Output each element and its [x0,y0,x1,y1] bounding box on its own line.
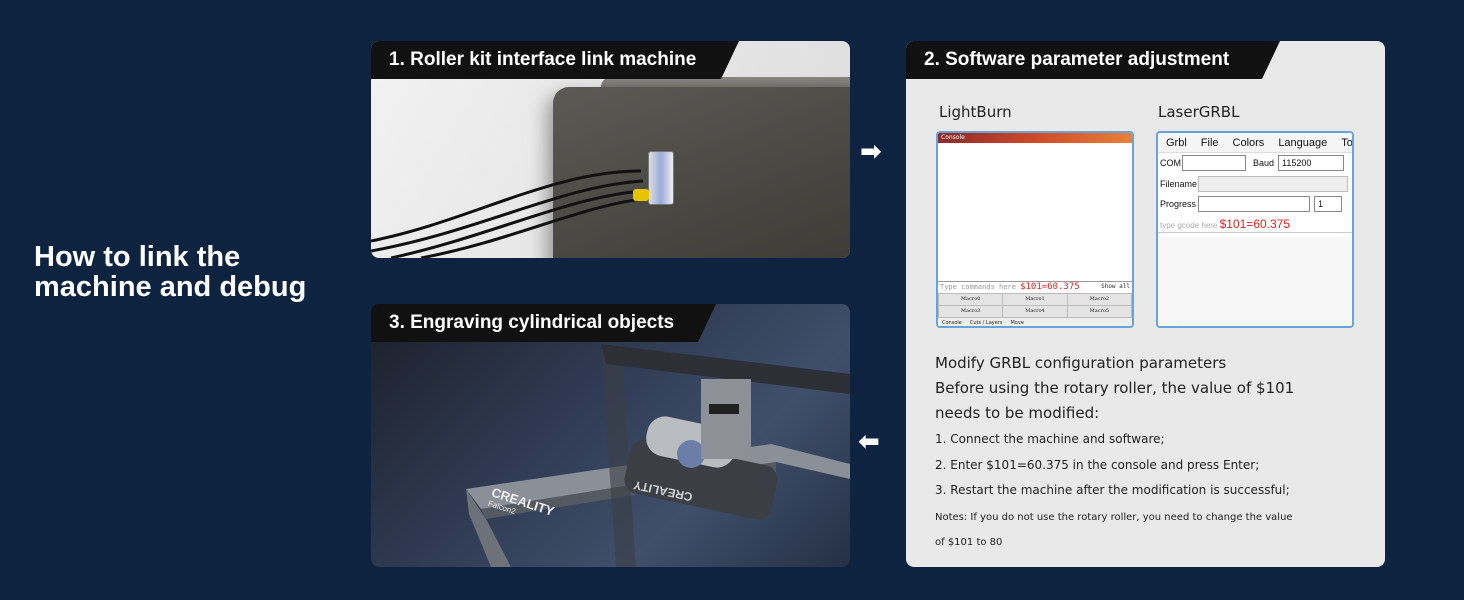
command-value: $101=60.375 [1020,282,1080,292]
console-command-input[interactable]: Type commands here $101=60.375 Show all [938,281,1132,292]
tab-cuts-layers[interactable]: Cuts / Layers [969,320,1003,326]
cable-connector [633,189,649,201]
baud-label: Baud [1253,158,1275,168]
title-line-1: How to link the [34,241,241,273]
cable-illustration [371,169,644,258]
command-placeholder: Type commands here [940,283,1016,291]
console-tabs: Console Cuts / Layers Move [938,318,1132,326]
macro-button[interactable]: Macro2 [1067,294,1131,305]
lasergrbl-log-area [1158,237,1352,326]
progress-label: Progress [1160,199,1197,209]
macro-button[interactable]: Macro1 [1003,294,1067,305]
show-all-checkbox[interactable]: Show all [1101,283,1130,290]
gcode-input[interactable]: type gcode here $101=60.375 [1158,215,1352,233]
step-2-tag: 2. Software parameter adjustment [906,41,1280,79]
menu-language[interactable]: Language [1278,136,1328,149]
instructions-note-2: of $101 to 80 [935,537,1003,548]
com-label: COM [1160,158,1181,168]
instruction-step-2: 2. Enter $101=60.375 in the console and … [935,458,1260,472]
macro-button[interactable]: Macro4 [1003,306,1067,317]
title-line-2: machine and debug [34,271,307,303]
page-title: How to link the machine and debug [34,242,354,302]
menu-grbl[interactable]: Grbl [1166,136,1187,149]
interface-port [648,151,674,205]
menu-tools[interactable]: To [1341,136,1353,149]
lightburn-console-window: Console Type commands here $101=60.375 S… [936,131,1134,328]
lightburn-label: LightBurn [939,103,1012,121]
menu-file[interactable]: File [1200,136,1219,149]
macro-button[interactable]: Macro5 [1067,306,1131,317]
progress-row: Progress 1 [1158,194,1352,214]
arrow-right-icon: ➡ [860,137,882,167]
baud-select[interactable]: 115200 [1278,155,1344,171]
filename-label: Filename [1160,179,1198,189]
laser-engraver-illustration [466,344,850,567]
step-1-panel: 1. Roller kit interface link machine [371,41,850,258]
instructions-line-3: needs to be modified: [935,404,1100,422]
macro-button[interactable]: Macro3 [939,306,1003,317]
com-row: COM Baud 115200 [1158,153,1352,173]
macro-button[interactable]: Macro0 [939,294,1003,305]
step-2-panel: 2. Software parameter adjustment LightBu… [906,41,1385,567]
tab-move[interactable]: Move [1010,320,1024,326]
lasergrbl-menu: Grbl File Colors Language To [1158,133,1352,153]
menu-colors[interactable]: Colors [1232,136,1265,149]
lasergrbl-window: Grbl File Colors Language To COM Baud 11… [1156,131,1354,328]
instruction-step-3: 3. Restart the machine after the modific… [935,483,1290,497]
lasergrbl-label: LaserGRBL [1158,103,1240,121]
filename-row: Filename [1158,174,1352,194]
com-select[interactable] [1182,155,1246,171]
progress-stepper[interactable]: 1 [1314,196,1342,212]
gcode-placeholder: type gcode here [1160,221,1218,230]
instructions-title: Modify GRBL configuration parameters [935,354,1227,372]
console-titlebar: Console [938,133,1132,143]
gcode-value: $101=60.375 [1219,217,1291,231]
step-1-tag: 1. Roller kit interface link machine [371,41,739,79]
instruction-step-1: 1. Connect the machine and software; [935,432,1165,446]
step-3-tag: 3. Engraving cylindrical objects [371,304,716,342]
arrow-left-icon: ⬅ [858,427,880,457]
progress-bar [1198,196,1310,212]
instructions-line-2: Before using the rotary roller, the valu… [935,379,1295,397]
macro-grid: Macro0 Macro1 Macro2 Macro3 Macro4 Macro… [938,293,1132,318]
instructions-note-1: Notes: If you do not use the rotary roll… [935,512,1293,523]
step-3-panel: 3. Engraving cylindrical objects CREALIT… [371,304,850,567]
tab-console[interactable]: Console [942,320,962,326]
filename-field[interactable] [1198,176,1348,192]
